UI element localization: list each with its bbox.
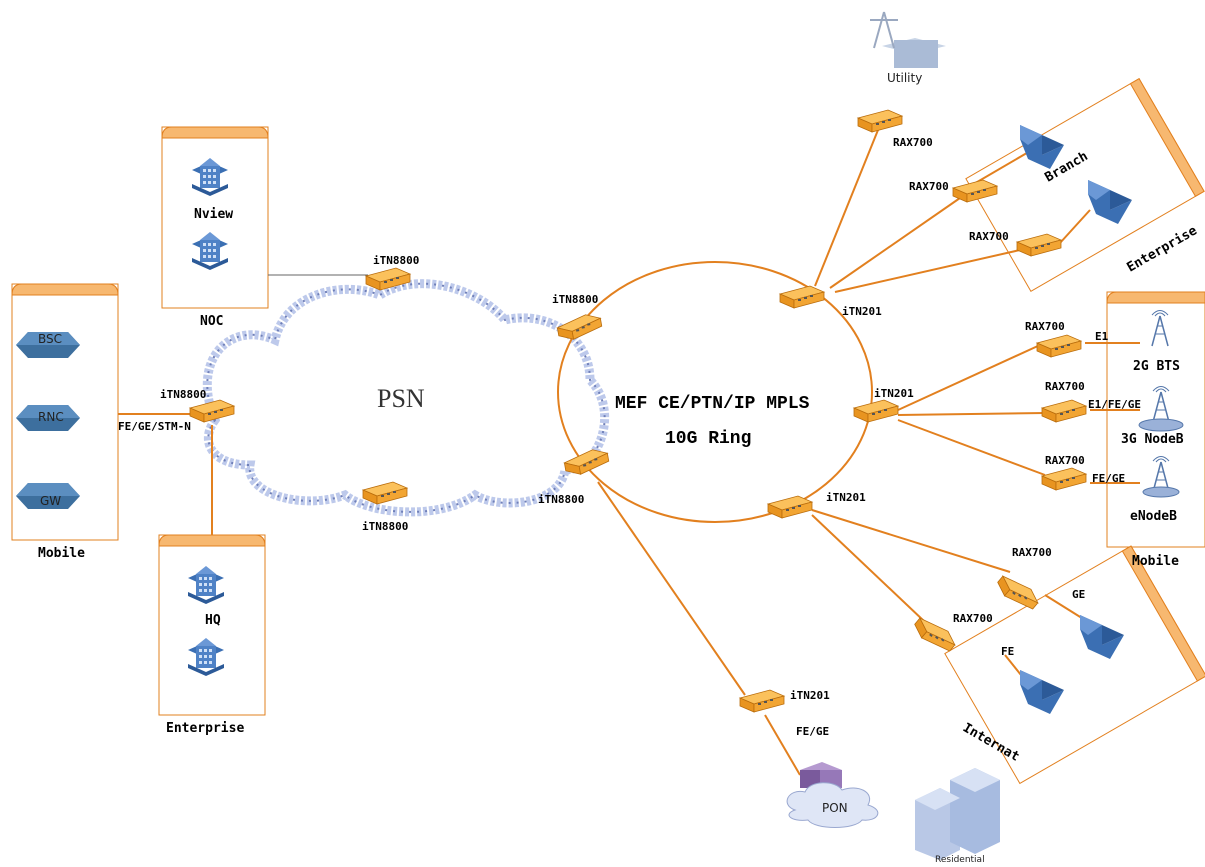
gw-icon: GW (16, 483, 80, 509)
enterprise-left-panel (158, 534, 266, 716)
gw-label: GW (40, 494, 61, 508)
internet-panel (944, 545, 1205, 785)
rnc-label: RNC (38, 410, 64, 424)
device-itn8800-left[interactable] (189, 399, 235, 423)
pon-cloud-icon (786, 782, 879, 828)
device-rax700-utility[interactable] (857, 109, 903, 133)
label-itn8800-right-top: iTN8800 (552, 293, 598, 306)
enterprise-left-title: Enterprise (166, 721, 244, 736)
label-link-internet-ge: GE (1072, 588, 1085, 601)
label-itn8800-right-bottom: iTN8800 (538, 493, 584, 506)
label-itn8800-left: iTN8800 (160, 388, 206, 401)
label-link-internet-fe: FE (1001, 645, 1014, 658)
device-itn8800-bottom[interactable] (362, 481, 408, 505)
residential-building-icon (915, 768, 1000, 860)
device-itn8800-right-top[interactable] (555, 311, 604, 343)
ring-circle (557, 261, 873, 523)
utility-label: Utility (887, 71, 922, 85)
residential-label: Residential (935, 855, 985, 865)
mobile-right-enodeb-label: eNodeB (1130, 509, 1177, 524)
device-itn201-bottom[interactable] (739, 689, 785, 713)
bsc-icon: BSC (16, 332, 80, 358)
label-rax700-nodeb: RAX700 (1045, 380, 1085, 393)
label-rax700-bts: RAX700 (1025, 320, 1065, 333)
tower-icon (1138, 385, 1184, 432)
mobile-left-title: Mobile (38, 546, 85, 561)
ring-label-line2: 10G Ring (665, 429, 751, 449)
noc-title: NOC (200, 314, 223, 329)
label-link-bts: E1 (1095, 330, 1109, 343)
mobile-right-nodeb-label: 3G NodeB (1121, 432, 1184, 447)
label-itn8800-top: iTN8800 (373, 254, 419, 267)
label-link-left-mobile: FE/GE/STM-N (118, 420, 191, 433)
device-itn201-mid[interactable] (853, 399, 899, 423)
label-itn201-top: iTN201 (842, 305, 882, 318)
label-rax700-branch2: RAX700 (969, 230, 1009, 243)
label-rax700-internet1: RAX700 (1012, 546, 1052, 559)
label-rax700-internet2: RAX700 (953, 612, 993, 625)
label-itn201-low: iTN201 (826, 491, 866, 504)
device-itn201-top[interactable] (779, 285, 825, 309)
noc-nview-label: Nview (194, 207, 233, 222)
pon-label: PON (822, 801, 848, 815)
bsc-label: BSC (38, 332, 62, 346)
mobile-right-title: Mobile (1132, 554, 1179, 569)
device-rax700-nodeb[interactable] (1041, 399, 1087, 423)
label-link-pon: FE/GE (796, 725, 829, 738)
tower-icon (1142, 455, 1180, 498)
mobile-right-bts-label: 2G BTS (1133, 359, 1180, 374)
device-rax700-bts[interactable] (1036, 334, 1082, 358)
device-itn201-low[interactable] (767, 495, 813, 519)
device-rax700-enodeb[interactable] (1041, 467, 1087, 491)
label-link-enodeb: FE/GE (1092, 472, 1125, 485)
psn-cloud (202, 279, 610, 517)
label-itn201-bottom: iTN201 (790, 689, 830, 702)
label-itn8800-bottom: iTN8800 (362, 520, 408, 533)
enterprise-left-hq-label: HQ (205, 613, 221, 628)
rnc-icon: RNC (16, 405, 80, 431)
psn-label: PSN (377, 384, 425, 413)
ring-label-line1: MEF CE/PTN/IP MPLS (615, 394, 810, 414)
label-link-nodeb: E1/FE/GE (1088, 398, 1141, 411)
noc-panel (161, 126, 269, 309)
mobile-right-panel (1106, 291, 1205, 548)
enterprise-right-panel (965, 78, 1205, 292)
label-rax700-enodeb: RAX700 (1045, 454, 1085, 467)
label-itn201-mid: iTN201 (874, 387, 914, 400)
utility-icon (870, 11, 946, 68)
device-itn8800-right-bottom[interactable] (562, 446, 611, 478)
label-rax700-utility: RAX700 (893, 136, 933, 149)
label-rax700-branch1: RAX700 (909, 180, 949, 193)
links (118, 129, 1140, 776)
